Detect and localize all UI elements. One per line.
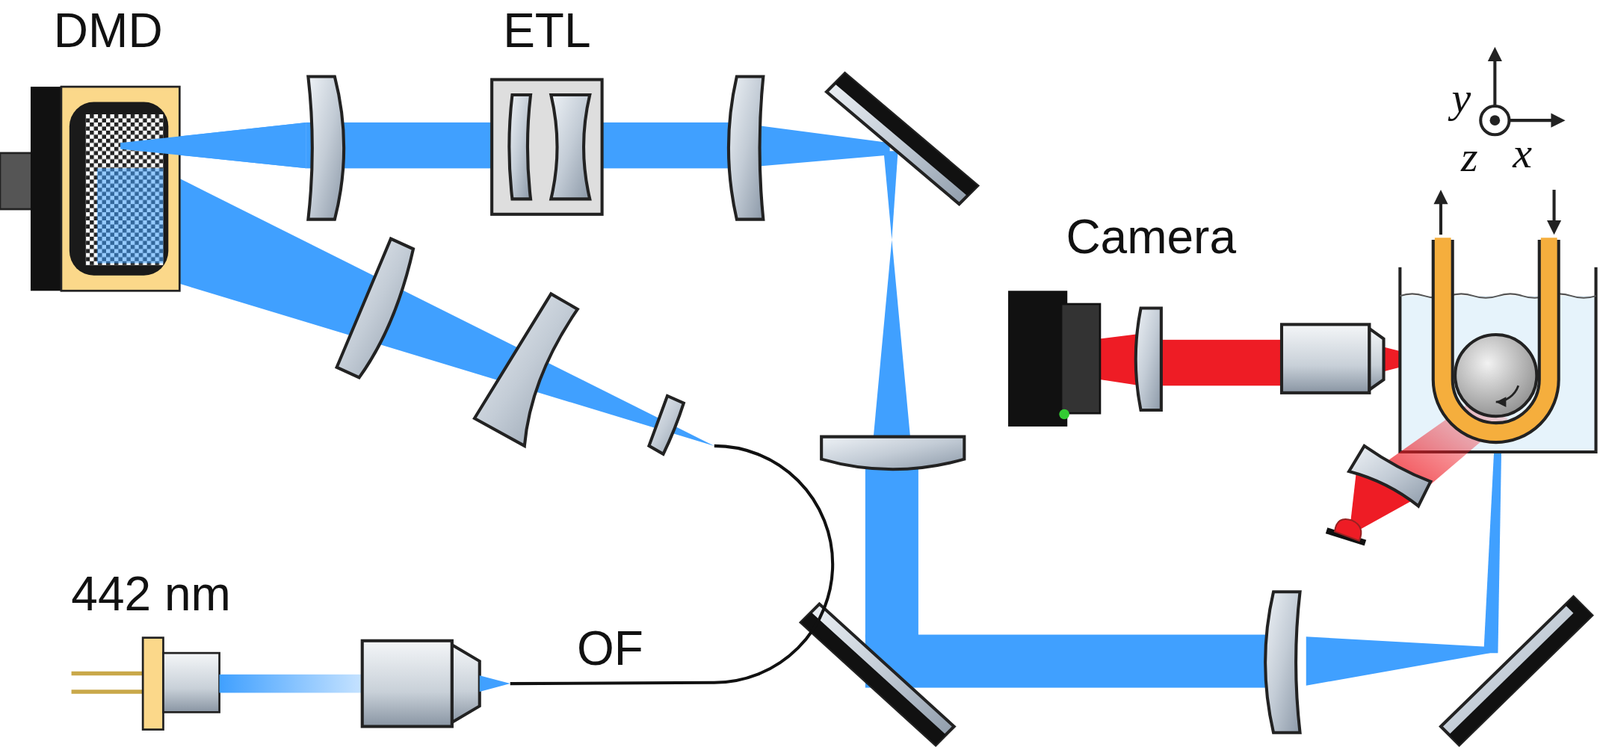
device-label: ETL bbox=[502, 6, 591, 55]
axis-label: z bbox=[1460, 135, 1479, 179]
device-label: Camera bbox=[1065, 212, 1237, 261]
axis-label: y bbox=[1451, 76, 1471, 120]
device-label: DMD bbox=[53, 6, 163, 55]
axis-label: x bbox=[1512, 131, 1532, 175]
wavelength-label: 442 nm bbox=[70, 570, 231, 619]
fiber-label: OF bbox=[576, 624, 644, 673]
